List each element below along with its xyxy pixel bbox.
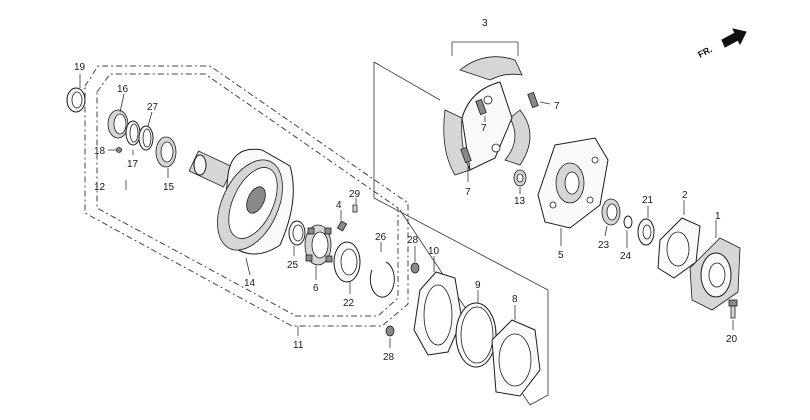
part-side-plate-22 bbox=[333, 241, 361, 294]
part-washer-24 bbox=[623, 215, 633, 248]
label-part-29: 29 bbox=[349, 189, 361, 200]
part-spline-collar bbox=[155, 136, 177, 178]
part-gasket-2 bbox=[657, 200, 701, 279]
label-part-10: 10 bbox=[428, 246, 440, 257]
part-small-pin bbox=[108, 147, 122, 153]
label-part-12: 12 bbox=[94, 182, 106, 193]
part-drive-plate bbox=[537, 137, 609, 246]
part-dowel-28-upper bbox=[410, 246, 420, 274]
direction-arrow-icon: FR. bbox=[696, 28, 747, 60]
label-part-16: 16 bbox=[117, 84, 129, 95]
part-one-way-clutch bbox=[304, 224, 333, 280]
label-part-23: 23 bbox=[598, 240, 610, 251]
label-part-3: 3 bbox=[482, 18, 488, 29]
label-part-19: 19 bbox=[74, 62, 86, 73]
part-gasket-10 bbox=[413, 256, 463, 356]
label-part-18: 18 bbox=[94, 146, 106, 157]
label-part-21: 21 bbox=[642, 195, 654, 206]
part-dowel-28-lower bbox=[385, 325, 395, 348]
label-part-11: 11 bbox=[293, 340, 304, 351]
label-part-2: 2 bbox=[682, 190, 688, 201]
label-part-7c: 7 bbox=[465, 187, 471, 198]
part-ring-27 bbox=[138, 111, 154, 151]
label-part-28a: 28 bbox=[407, 235, 419, 246]
part-clutch-drum bbox=[188, 148, 294, 276]
label-part-17: 17 bbox=[127, 159, 139, 170]
direction-label: FR. bbox=[696, 44, 713, 60]
label-part-6: 6 bbox=[313, 283, 319, 294]
part-shoe-springs bbox=[460, 91, 551, 182]
label-part-9: 9 bbox=[475, 280, 481, 291]
part-nut-13 bbox=[513, 169, 527, 194]
part-bearing bbox=[107, 93, 129, 139]
label-part-25: 25 bbox=[287, 260, 299, 271]
part-clutch-shoes bbox=[443, 41, 531, 176]
part-o-ring-9 bbox=[455, 290, 497, 368]
label-part-1: 1 bbox=[715, 211, 721, 222]
label-part-14: 14 bbox=[244, 278, 256, 289]
part-collar-23 bbox=[601, 198, 621, 237]
label-part-13: 13 bbox=[514, 196, 526, 207]
part-number-labels: 1 2 3 4 5 6 7 7 7 8 9 10 11 12 13 14 15 … bbox=[74, 18, 738, 363]
part-spring-4 bbox=[336, 210, 348, 232]
label-part-15: 15 bbox=[163, 182, 175, 193]
part-pin-29 bbox=[352, 198, 358, 213]
label-part-22: 22 bbox=[343, 298, 355, 309]
part-cover-1 bbox=[689, 220, 741, 311]
label-part-8: 8 bbox=[512, 294, 518, 305]
label-part-27: 27 bbox=[147, 102, 159, 113]
part-washer-25 bbox=[288, 220, 306, 256]
part-bolt-20 bbox=[728, 299, 738, 330]
part-gasket-8 bbox=[491, 305, 541, 397]
label-part-5: 5 bbox=[558, 250, 564, 261]
part-cover-21 bbox=[637, 206, 655, 246]
part-oil-seal bbox=[66, 74, 86, 113]
label-part-28b: 28 bbox=[383, 352, 395, 363]
label-part-7a: 7 bbox=[481, 123, 487, 134]
label-part-7b: 7 bbox=[554, 101, 560, 112]
label-part-20: 20 bbox=[726, 334, 738, 345]
part-circlip-small bbox=[125, 120, 141, 155]
part-snap-ring-26 bbox=[369, 242, 395, 298]
label-part-26: 26 bbox=[375, 232, 387, 243]
label-part-4: 4 bbox=[336, 200, 342, 211]
group-leader-lines bbox=[125, 180, 299, 336]
label-part-24: 24 bbox=[620, 251, 632, 262]
